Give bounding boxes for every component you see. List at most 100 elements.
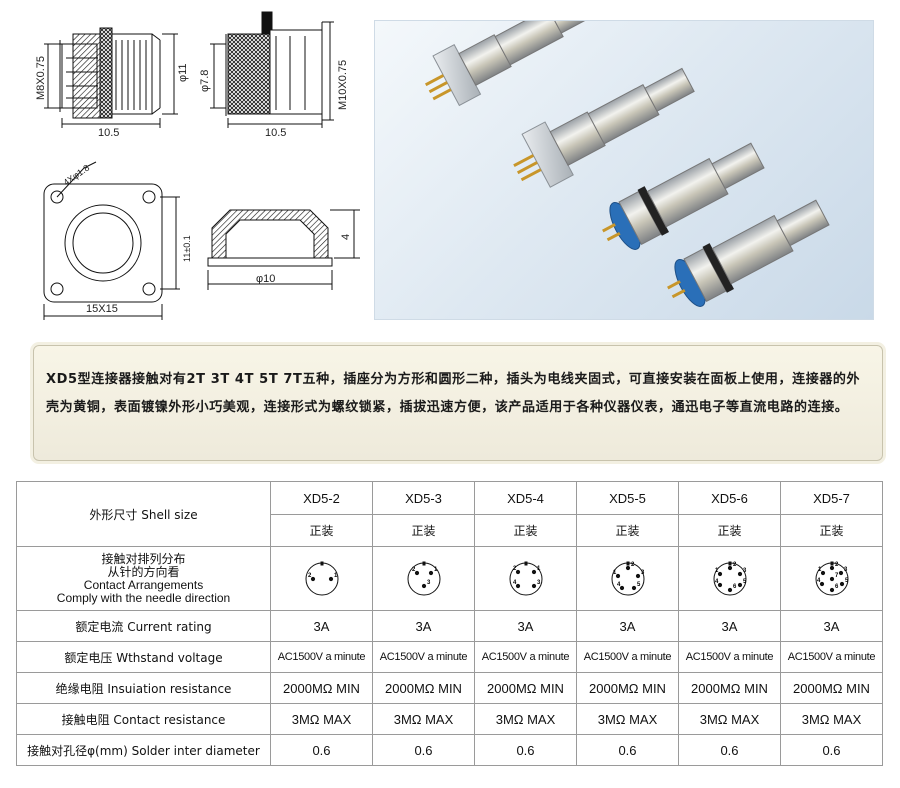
dim-4: 4	[340, 234, 352, 240]
pin-number: 3	[743, 568, 747, 574]
withstand-voltage-value: AC1500V a minute	[576, 641, 679, 673]
model-xd5-2: XD5-2	[270, 481, 373, 515]
pin-dot	[428, 570, 433, 575]
withstand-voltage-value: AC1500V a minute	[678, 641, 781, 673]
connector-1	[424, 21, 598, 107]
pin-dot	[839, 581, 844, 586]
dim-phi10: φ10	[256, 273, 275, 285]
description-text: XD5型连接器接触对有2T 3T 4T 5T 7T五种，插座分为方形和圆形二种，…	[46, 372, 861, 415]
current-rating-label: 额定电流 Current rating	[16, 610, 271, 642]
plug-side-drawing	[210, 11, 334, 128]
pin-dot	[819, 581, 824, 586]
solder-diameter-label: 接触对孔径φ(mm) Solder inter diameter	[16, 734, 271, 766]
pin-number: 7	[835, 573, 839, 579]
contact-resistance-value: 3MΩ MAX	[270, 703, 373, 735]
withstand-voltage-value: AC1500V a minute	[474, 641, 577, 673]
solder-diameter-value: 0.6	[678, 734, 781, 766]
pin-dot	[829, 565, 834, 570]
solder-diameter-value: 0.6	[270, 734, 373, 766]
pin-dot	[737, 582, 742, 587]
mount-row: 正装 正装 正装 正装 正装 正装	[17, 514, 883, 547]
pin-number: 3	[641, 570, 645, 576]
mount-cell: 正装	[678, 514, 781, 547]
pin-number: 5	[637, 582, 641, 588]
pin-dot	[727, 587, 732, 592]
pin-number: 1	[613, 570, 617, 576]
insulation-resistance-value: 2000MΩ MIN	[270, 672, 373, 704]
model-xd5-6: XD5-6	[678, 481, 781, 515]
pin-number: 1	[818, 567, 822, 573]
pin-number: 2	[835, 562, 839, 568]
current-rating-value: 3A	[270, 610, 373, 642]
withstand-voltage-value: AC1500V a minute	[372, 641, 475, 673]
pin-dot	[531, 569, 536, 574]
model-xd5-3: XD5-3	[372, 481, 475, 515]
pin-dot	[328, 576, 333, 581]
mount-cell: 正装	[372, 514, 475, 547]
arrangement-label-cn1: 接触对排列分布	[101, 551, 186, 566]
arrangement-label: 接触对排列分布 从针的方向看 Contact Arrangements Comp…	[16, 546, 271, 611]
mount-cell: 正装	[474, 514, 577, 547]
current-rating-value: 3A	[372, 610, 475, 642]
connector-4	[667, 199, 830, 307]
contact-resistance-label: 接触电阻 Contact resistance	[16, 703, 271, 735]
model-xd5-4: XD5-4	[474, 481, 577, 515]
dim-m8: M8X0.75	[35, 56, 47, 100]
pin-number: 4	[513, 580, 517, 586]
pin-dot	[515, 569, 520, 574]
connector-2	[513, 67, 695, 188]
pin-number: 6	[835, 584, 839, 590]
pin-dot	[717, 582, 722, 587]
withstand-voltage-label: 额定电压 Wthstand voltage	[16, 641, 271, 673]
insulation-resistance-value: 2000MΩ MIN	[474, 672, 577, 704]
insulation-resistance-value: 2000MΩ MIN	[780, 672, 883, 704]
contact-resistance-value: 3MΩ MAX	[678, 703, 781, 735]
contact-resistance-value: 3MΩ MAX	[780, 703, 883, 735]
connector-illustration	[424, 21, 830, 307]
pin-number: 3	[844, 567, 848, 573]
dim-phi78: φ7.8	[199, 70, 211, 92]
spec-table: 外形尺寸 Shell size XD5-2 XD5-3 XD5-4 XD5-5 …	[16, 481, 883, 766]
dim-11: 11±0.1	[182, 235, 192, 262]
pin-number: 2	[733, 562, 737, 568]
pin-key	[626, 561, 629, 565]
pin-number: 1	[334, 573, 338, 579]
pin-dot	[531, 583, 536, 588]
pin-dot	[619, 585, 624, 590]
pin-dot	[820, 570, 825, 575]
pin-dot	[631, 585, 636, 590]
flange-front-drawing	[43, 161, 180, 320]
pin-number: 3	[537, 580, 541, 586]
pin-number: 4	[617, 582, 621, 588]
contact-resistance-value: 3MΩ MAX	[474, 703, 577, 735]
current-rating-value: 3A	[576, 610, 679, 642]
pin-ring	[305, 562, 338, 595]
connector-3	[602, 142, 765, 250]
arrangement-label-en2: Comply with the needle direction	[56, 590, 231, 605]
pin-dot	[829, 576, 834, 581]
arrangement-label-en1: Contact Arrangements	[83, 577, 204, 592]
insulation-resistance-value: 2000MΩ MIN	[678, 672, 781, 704]
pin-number: 2	[631, 562, 635, 568]
pin-dot	[635, 573, 640, 578]
pin-number: 5	[743, 579, 747, 585]
withstand-voltage-value: AC1500V a minute	[270, 641, 373, 673]
pin-dot	[737, 571, 742, 576]
solder-diameter-value: 0.6	[372, 734, 475, 766]
pin-number: 2	[412, 567, 416, 573]
receptacle-side-drawing	[44, 27, 178, 128]
current-rating-value: 3A	[780, 610, 883, 642]
arrangement-cell-5: 2 1 3 4 5	[576, 546, 679, 611]
pin-number: 1	[537, 566, 541, 572]
solder-diameter-value: 0.6	[780, 734, 883, 766]
